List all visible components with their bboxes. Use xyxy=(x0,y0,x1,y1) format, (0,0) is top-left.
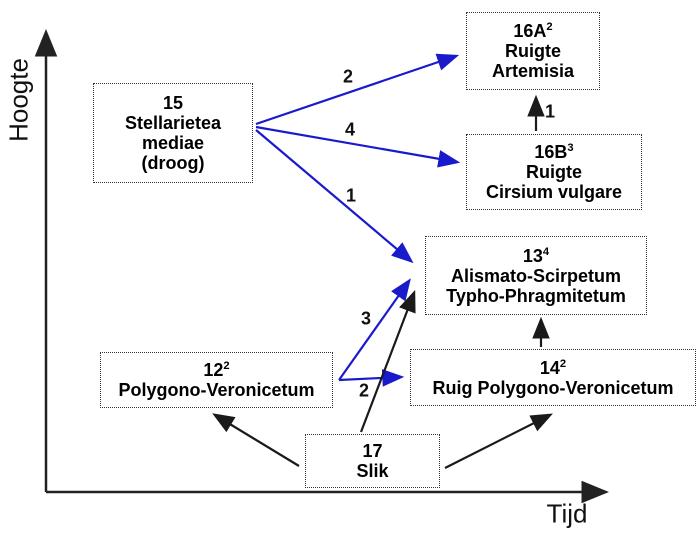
node-line: Stellarietea xyxy=(124,113,222,133)
node-line: mediae xyxy=(141,133,205,153)
node-line: Typho-Phragmitetum xyxy=(446,285,626,306)
arrow-12-to-13 xyxy=(338,278,411,381)
node-line: Slik xyxy=(356,461,389,481)
arrow-17-to-14 xyxy=(444,413,553,469)
node-line: Cirsium vulgare xyxy=(485,182,623,202)
node-code: 142 xyxy=(539,357,567,378)
node-16b-ruigte-cirsium-vulgare: 16B3 Ruigte Cirsium vulgare xyxy=(466,134,642,210)
arrow-15-to-16b xyxy=(255,125,461,168)
arrow-label-15-16a: 2 xyxy=(342,66,354,87)
node-code: 17 xyxy=(362,441,383,461)
arrow-17-to-13 xyxy=(359,289,416,433)
node-code: 16B3 xyxy=(534,142,574,162)
node-code-superscript: 2 xyxy=(223,360,230,372)
arrow-12-to-14 xyxy=(338,369,405,387)
node-line: (droog) xyxy=(141,153,205,173)
node-code: 134 xyxy=(522,245,550,266)
node-code: 15 xyxy=(162,93,184,113)
node-code-superscript: 2 xyxy=(559,357,567,370)
arrow-17-to-12 xyxy=(212,413,300,467)
arrow-label-12-14: 2 xyxy=(358,380,370,401)
node-12-polygono-veronicetum: 122 Polygono-Veronicetum xyxy=(100,352,333,408)
node-code-superscript: 3 xyxy=(567,142,574,154)
y-axis-label: Hoogte xyxy=(3,58,34,142)
arrow-label-12-13: 3 xyxy=(360,308,372,329)
node-line: Alismato-Scirpetum xyxy=(450,265,622,286)
node-line: Polygono-Veronicetum xyxy=(118,380,315,400)
arrow-label-15-16b: 4 xyxy=(344,119,356,140)
arrow-label-16b-16a: 1 xyxy=(544,101,556,122)
node-code: 16A2 xyxy=(513,21,553,41)
node-code: 122 xyxy=(203,360,230,380)
node-17-slik: 17 Slik xyxy=(305,434,440,488)
x-axis-label: Tijd xyxy=(546,498,588,529)
node-line: Ruigte xyxy=(505,41,561,61)
node-line: Ruigte xyxy=(526,162,582,182)
node-code-superscript: 4 xyxy=(542,245,550,258)
arrow-15-to-16a xyxy=(255,53,460,126)
node-line: Ruig Polygono-Veronicetum xyxy=(432,377,674,398)
arrow-label-15-13: 1 xyxy=(345,185,357,206)
node-15-stellarietea-mediae: 15 Stellarietea mediae (droog) xyxy=(93,83,253,183)
node-line: Artemisia xyxy=(491,61,575,81)
node-code-superscript: 2 xyxy=(546,21,553,33)
node-16a-ruigte-artemisia: 16A2 Ruigte Artemisia xyxy=(466,12,600,90)
arrow-15-to-13 xyxy=(255,129,414,264)
node-14-ruig-polygono-veronicetum: 142 Ruig Polygono-Veronicetum xyxy=(410,349,696,406)
node-13-alismato-scirpetum: 134 Alismato-Scirpetum Typho-Phragmitetu… xyxy=(425,236,647,315)
